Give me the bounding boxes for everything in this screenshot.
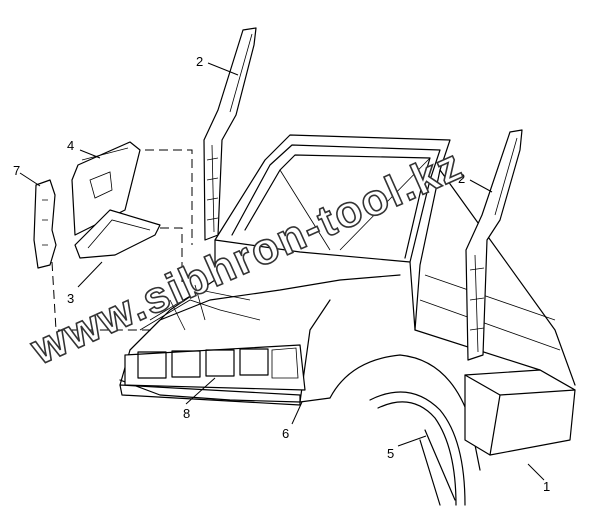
assembly-dashed-lines <box>51 149 193 331</box>
callout-5: 5 <box>387 446 394 461</box>
part-8-grille <box>119 344 306 406</box>
part-2-pillar-right <box>465 129 523 361</box>
callout-labels: 1 2 2 3 4 5 6 7 8 <box>13 54 550 494</box>
callout-6: 6 <box>282 426 289 441</box>
callout-2-right: 2 <box>458 171 465 186</box>
callout-2-left: 2 <box>196 54 203 69</box>
callout-1: 1 <box>543 479 550 494</box>
leader-lines <box>19 62 545 481</box>
callout-7: 7 <box>13 163 20 178</box>
part-1-step-box <box>464 369 576 456</box>
part-3-shield <box>74 209 161 259</box>
callout-3: 3 <box>67 291 74 306</box>
callout-4: 4 <box>67 138 74 153</box>
part-4-panel <box>71 141 141 236</box>
part-5-wheel-arch <box>369 391 466 506</box>
engine-bay-detail <box>139 284 261 331</box>
part-2-pillar-left <box>203 27 257 241</box>
callout-8: 8 <box>183 406 190 421</box>
part-7-bracket <box>33 179 57 269</box>
